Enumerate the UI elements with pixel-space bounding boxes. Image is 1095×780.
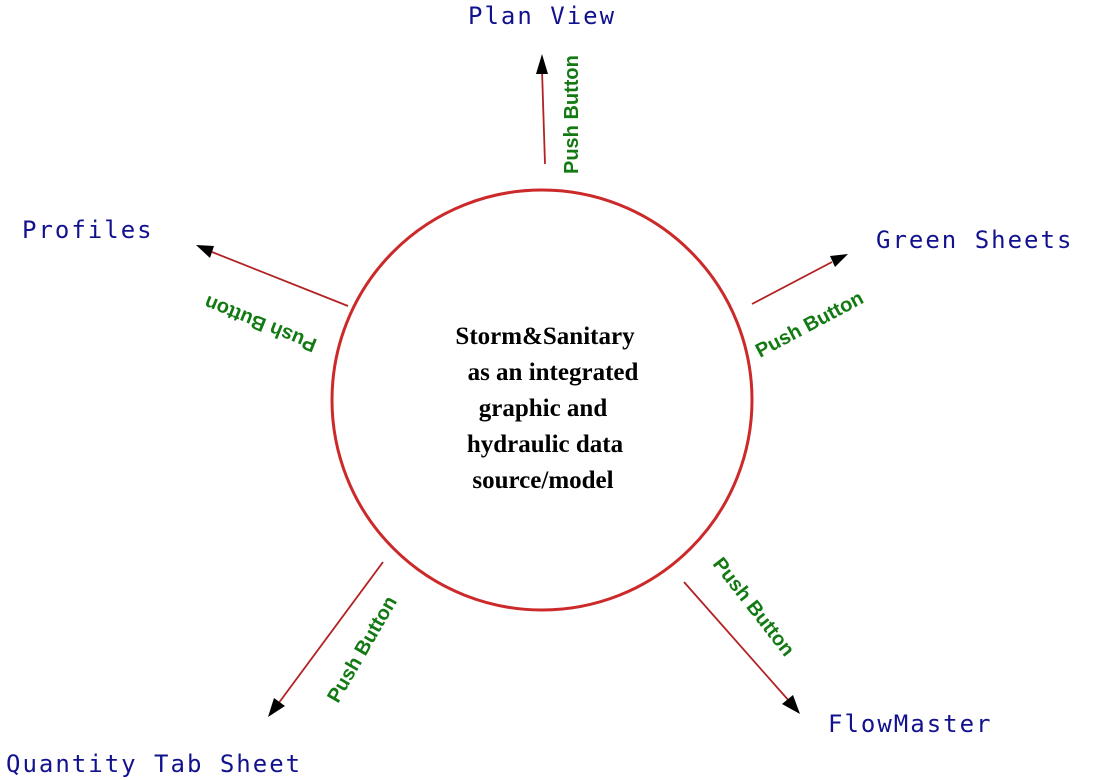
destination-green-sheets: Green Sheets <box>876 226 1073 254</box>
push-button-label-flowmaster: Push Button <box>708 554 799 661</box>
arrowhead-profiles <box>196 245 214 258</box>
center-line-5: source/model <box>472 467 613 494</box>
arrowhead-quantity-tab-sheet <box>268 698 285 717</box>
arrow-line-plan-view <box>541 69 546 165</box>
destination-flowmaster: FlowMaster <box>828 710 993 738</box>
arrow-flowmaster <box>683 581 800 714</box>
center-text: Storm&Sanitary as an integrated graphic … <box>455 323 638 494</box>
arrowhead-plan-view <box>536 54 548 74</box>
arrow-quantity-tab-sheet <box>268 561 384 717</box>
arrow-line-green-sheets <box>751 261 833 305</box>
push-button-label-quantity-tab-sheet: Push Button <box>323 593 401 707</box>
destination-profiles: Profiles <box>22 216 154 244</box>
push-button-label-plan-view: Push Button <box>561 55 583 174</box>
arrow-line-flowmaster <box>683 581 791 703</box>
push-button-label-green-sheets: Push Button <box>752 287 867 362</box>
push-button-label-profiles: Push Button <box>201 291 319 356</box>
center-line-2: as an integrated <box>468 359 639 386</box>
center-line-3: graphic and <box>479 395 608 422</box>
central-model-circle <box>330 188 754 612</box>
arrow-profiles <box>196 245 349 307</box>
destination-quantity-tab-sheet: Quantity Tab Sheet <box>6 750 302 778</box>
arrow-line-profiles <box>211 251 349 307</box>
arrow-plan-view <box>536 54 548 165</box>
destination-plan-view: Plan View <box>468 2 616 30</box>
arrowhead-green-sheets <box>830 254 848 267</box>
center-line-1: Storm&Sanitary <box>455 323 635 350</box>
arrow-green-sheets <box>751 254 848 305</box>
arrow-line-quantity-tab-sheet <box>277 561 384 705</box>
center-line-4: hydraulic data <box>467 431 624 458</box>
arrowhead-flowmaster <box>782 695 800 714</box>
